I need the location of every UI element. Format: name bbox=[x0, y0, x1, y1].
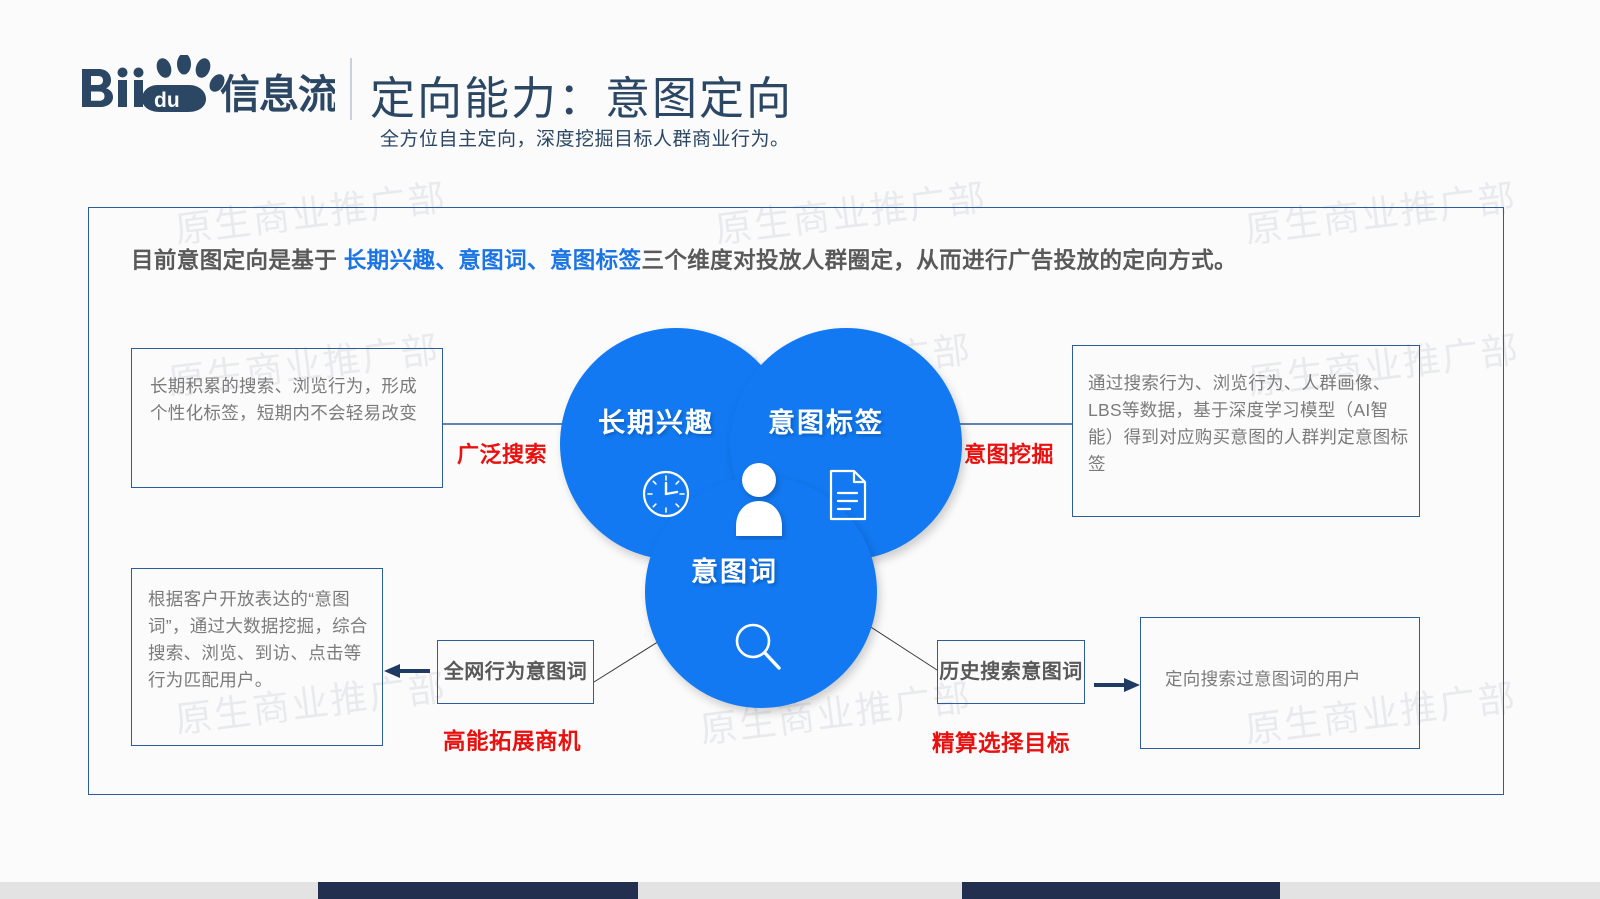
caption-high-expand: 高能拓展商机 bbox=[443, 729, 582, 754]
clock-icon bbox=[640, 468, 692, 525]
box-target-user-description: 定向搜索过意图词的用户 bbox=[1140, 617, 1420, 749]
footer-segment-2 bbox=[962, 882, 1280, 899]
baidu-xinxiliu-logo: du 信息流 bbox=[80, 53, 339, 117]
box-intent-word-description: 根据客户开放表达的“意图词”，通过大数据挖掘，综合搜索、浏览、到访、点击等行为匹… bbox=[131, 568, 383, 746]
document-icon bbox=[826, 468, 870, 527]
caption-intent-mining: 意图挖掘 bbox=[964, 442, 1055, 467]
caption-precise-target: 精算选择目标 bbox=[932, 731, 1071, 756]
page-subtitle: 全方位自主定向，深度挖掘目标人群商业行为。 bbox=[380, 129, 790, 150]
caption-broad-search: 广泛搜索 bbox=[457, 442, 548, 467]
box-long-interest-description: 长期积累的搜索、浏览行为，形成个性化标签，短期内不会轻易改变 bbox=[131, 348, 443, 488]
footer-bar bbox=[0, 882, 1600, 899]
lede-highlight: 长期兴趣、意图词、意图标签 bbox=[343, 248, 642, 273]
intent-tag-description-text: 通过搜索行为、浏览行为、人群画像、LBS等数据，基于深度学习模型（AI智能）得到… bbox=[1088, 373, 1409, 475]
target-user-description-text: 定向搜索过意图词的用户 bbox=[1165, 669, 1361, 689]
all-web-behavior-word-text: 全网行为意图词 bbox=[443, 660, 588, 683]
label-box-all-web-behavior-word: 全网行为意图词 bbox=[437, 640, 594, 704]
box-intent-tag-description: 通过搜索行为、浏览行为、人群画像、LBS等数据，基于深度学习模型（AI智能）得到… bbox=[1072, 345, 1420, 517]
history-search-word-text: 历史搜索意图词 bbox=[939, 660, 1083, 683]
venn-label-intent-tag: 意图标签 bbox=[768, 408, 884, 438]
label-box-history-search-word: 历史搜索意图词 bbox=[937, 640, 1085, 704]
lede-prefix: 目前意图定向是基于 bbox=[131, 248, 344, 273]
lede-suffix: 三个维度对投放人群圈定，从而进行广告投放的定向方式。 bbox=[641, 248, 1237, 273]
header-divider bbox=[350, 58, 352, 120]
venn-diagram: 长期兴趣 意图标签 意图词 bbox=[540, 328, 980, 738]
lede-text: 目前意图定向是基于 长期兴趣、意图词、意图标签三个维度对投放人群圈定，从而进行广… bbox=[131, 243, 1237, 275]
svg-text:du: du bbox=[154, 89, 180, 112]
venn-label-intent-word: 意图词 bbox=[691, 557, 778, 587]
person-icon bbox=[725, 456, 793, 545]
page-title: 定向能力：意图定向 bbox=[370, 73, 794, 124]
svg-text:信息流: 信息流 bbox=[220, 73, 335, 117]
long-interest-description-text: 长期积累的搜索、浏览行为，形成个性化标签，短期内不会轻易改变 bbox=[150, 376, 417, 424]
search-icon bbox=[730, 618, 786, 679]
intent-word-description-text: 根据客户开放表达的“意图词”，通过大数据挖掘，综合搜索、浏览、到访、点击等行为匹… bbox=[148, 589, 368, 691]
content-panel bbox=[88, 207, 1504, 795]
venn-label-long-interest: 长期兴趣 bbox=[598, 408, 714, 438]
footer-segment-1 bbox=[318, 882, 638, 899]
